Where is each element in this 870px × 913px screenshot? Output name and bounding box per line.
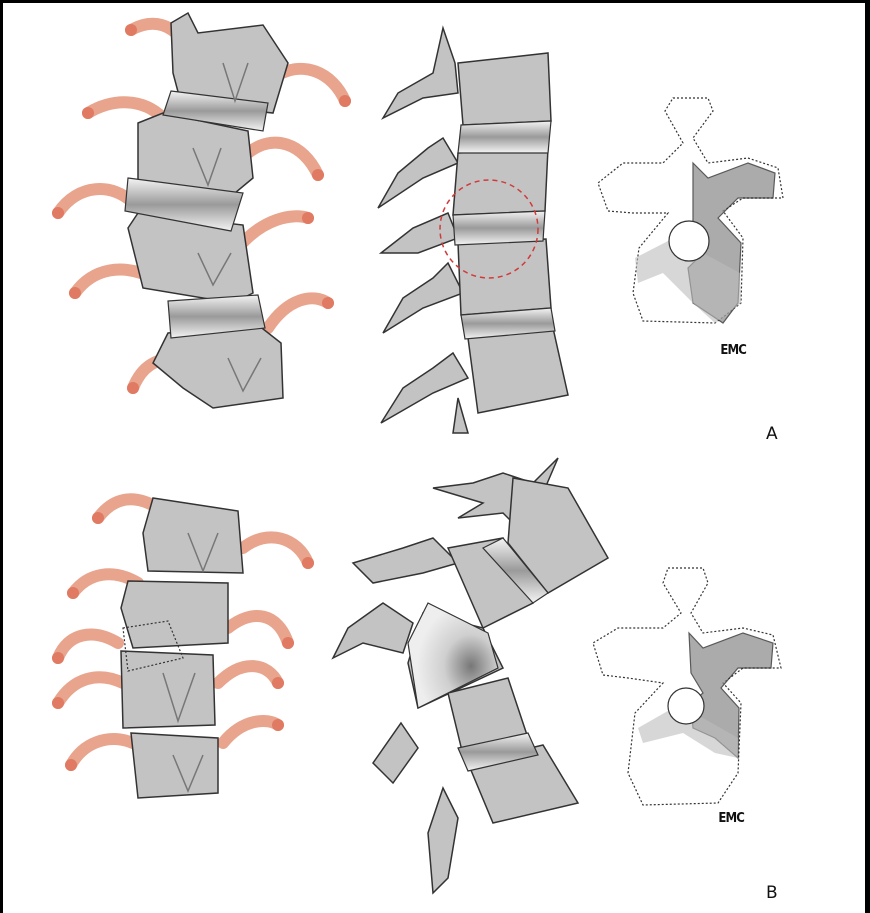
emc-logo-b: EMC: [718, 811, 744, 826]
panel-a-lateral-view: [378, 28, 568, 433]
ribs-right-ends: [302, 95, 351, 309]
panel-b-axial-view: [593, 568, 781, 805]
panel-b-lateral-view: [333, 458, 608, 893]
panel-a-axial-view: [598, 98, 783, 323]
panel-b-posterior-view: [52, 498, 314, 798]
panel-a-posterior-view: [52, 13, 351, 408]
ribs-right-ends-b: [272, 557, 314, 731]
emc-logo-a: EMC: [720, 343, 746, 358]
spinal-canal-a: [669, 221, 709, 261]
axial-outline-b: [593, 568, 781, 805]
panel-b: [52, 458, 781, 893]
panel-label-a: A: [766, 424, 778, 444]
spine-illustration: [3, 3, 865, 913]
figure-canvas: EMC A EMC B: [3, 3, 865, 913]
panel-label-b: B: [766, 883, 778, 903]
spinal-canal-b: [668, 688, 704, 724]
panel-a: [52, 13, 783, 433]
vertebrae-posterior-b: [121, 498, 243, 798]
